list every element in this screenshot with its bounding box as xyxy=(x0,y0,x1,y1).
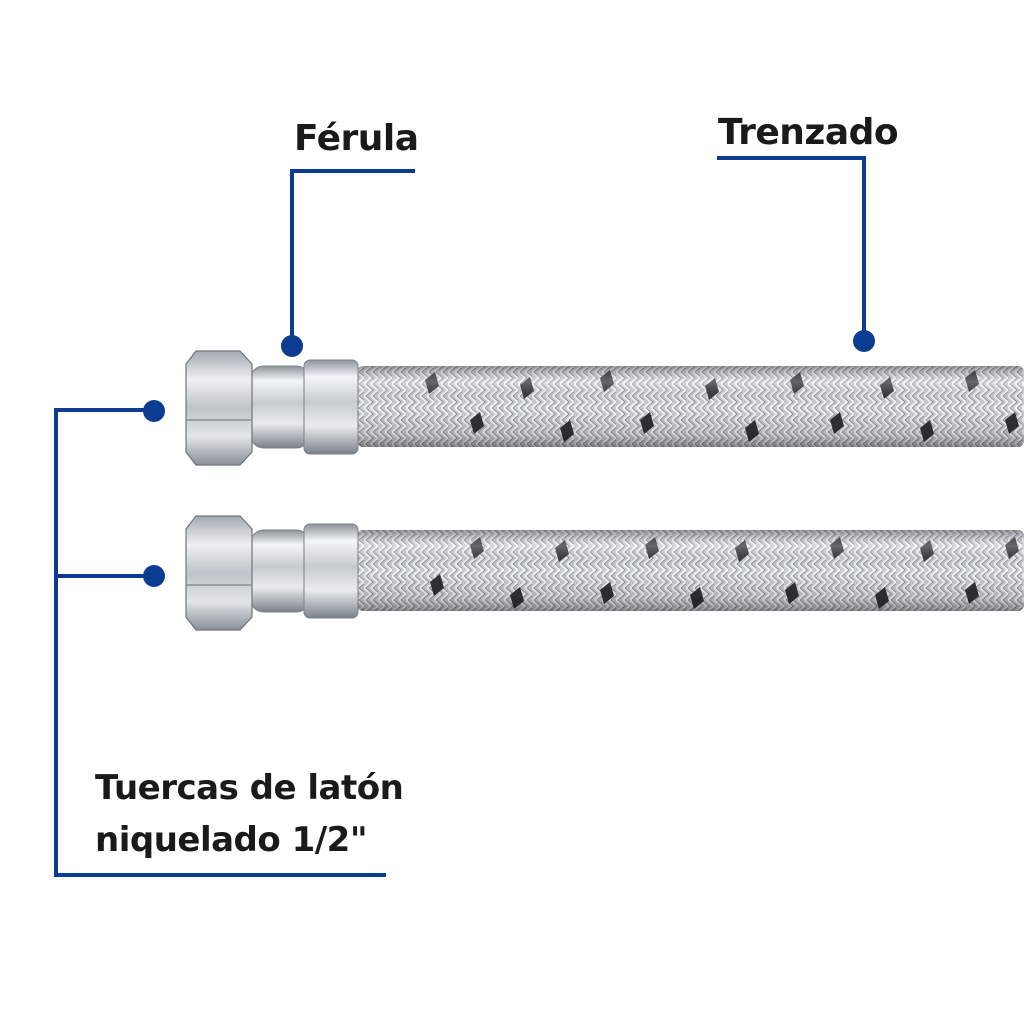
label-tuercas-line2: niquelado 1/2" xyxy=(95,820,368,860)
label-trenzado: Trenzado xyxy=(718,112,899,153)
label-tuercas-line1: Tuercas de latón xyxy=(95,768,404,808)
hose-bottom xyxy=(185,515,1024,631)
braided-hose-bottom xyxy=(357,530,1024,611)
callout-trenzado xyxy=(717,156,875,352)
callout-ferula xyxy=(281,169,415,357)
brass-nut-top xyxy=(185,350,253,466)
callout-tuercas xyxy=(54,400,386,877)
ferrule-bottom xyxy=(249,523,359,619)
brass-nut-bottom xyxy=(185,515,253,631)
label-ferula: Férula xyxy=(294,118,419,159)
ferrule-top xyxy=(249,359,359,455)
hose-top xyxy=(185,350,1024,466)
braided-hose-top xyxy=(357,366,1024,447)
label-tuercas: Tuercas de latón niquelado 1/2" xyxy=(95,762,404,866)
